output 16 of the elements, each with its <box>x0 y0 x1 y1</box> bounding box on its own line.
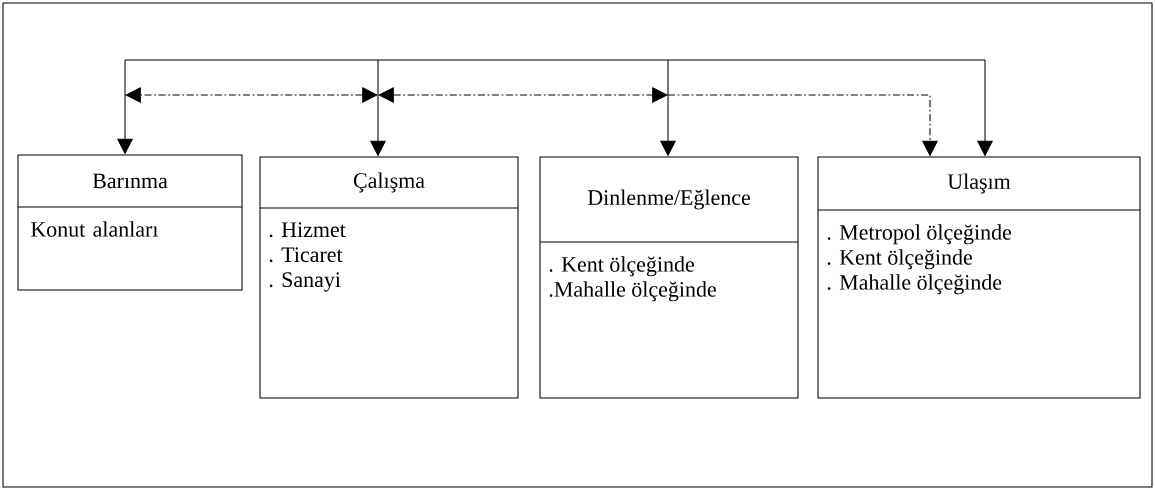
arrow <box>125 86 378 104</box>
list-item: .Mahalle ölçeğinde <box>549 281 716 302</box>
list-item: . Kent ölçeğinde <box>827 249 972 270</box>
box-heading: Ulaşım <box>947 173 1011 194</box>
list-item: . Metropol ölçeğinde <box>827 224 1012 245</box>
box-heading: Çalışma <box>353 172 425 193</box>
list-item: . Hizmet <box>269 222 346 238</box>
list-item: . Sanayi <box>269 272 341 292</box>
list-item: . Ticaret <box>269 247 343 263</box>
arrow <box>378 86 668 104</box>
box-text: Konut alanları <box>31 221 159 237</box>
list-item: . Mahalle ölçeğinde <box>827 274 1002 295</box>
box-heading: Barınma <box>92 173 168 189</box>
box-heading: Dinlenme/Eğlence <box>587 189 750 210</box>
list-item: . Kent ölçeğinde <box>549 256 694 277</box>
connector-line <box>124 59 986 61</box>
